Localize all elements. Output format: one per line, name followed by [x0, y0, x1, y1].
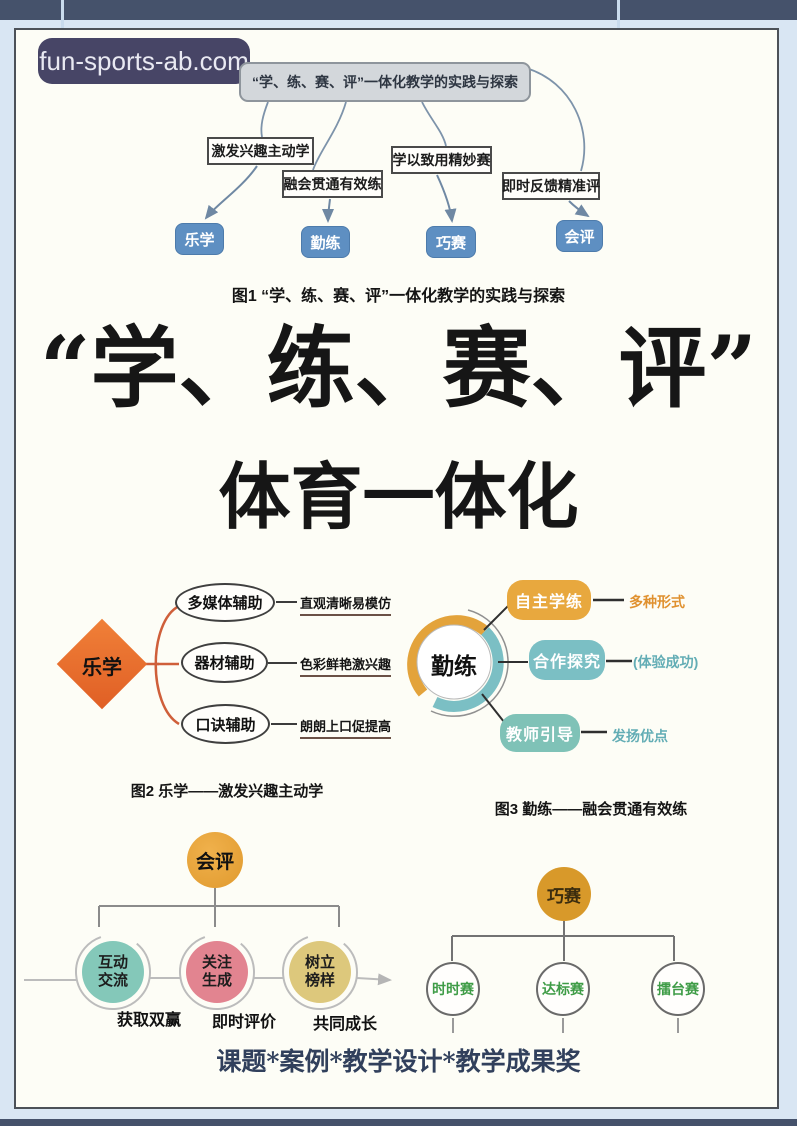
- desktop-bottom-bar: [0, 1119, 797, 1126]
- fig1-step-label: 激发兴趣主动学: [207, 137, 314, 165]
- fig3-caption: 图3 勤练——融会贯通有效练: [494, 801, 688, 818]
- fig2-node: 多媒体辅助: [175, 583, 275, 622]
- fig4-node-label: 共同成长: [312, 1016, 377, 1033]
- fig4-node-label: 即时评价: [211, 1014, 276, 1031]
- watermark-badge: fun-sports-ab.com: [38, 38, 250, 84]
- window-divider-line: [61, 0, 64, 28]
- fig1-node-huiping: 会评: [556, 220, 603, 252]
- fig5-node: 达标赛: [536, 962, 590, 1016]
- fig2-node-label: 直观清晰易模仿: [300, 593, 392, 616]
- fig1-step-label: 融会贯通有效练: [282, 170, 383, 198]
- fig2-root-label: 乐学: [82, 657, 122, 679]
- fig5-node: 擂台赛: [651, 962, 705, 1016]
- fig1-node-lexue: 乐学: [175, 223, 224, 255]
- fig4-node: 关注 生成: [186, 941, 248, 1003]
- fig1-step-label: 学以致用精妙赛: [391, 146, 492, 174]
- fig3-node: 自主学练: [507, 580, 591, 620]
- footer-awards-text: 课题*案例*教学设计*教学成果奖: [216, 1047, 581, 1076]
- fig4-node-line: 榜样: [304, 972, 335, 989]
- fig4-bracket: [98, 888, 340, 927]
- fig4-node: 树立 榜样: [289, 941, 351, 1003]
- fig3-node: 合作探究: [529, 640, 605, 680]
- fig2-node-label: 色彩鲜艳激兴趣: [300, 654, 392, 677]
- fig4-node-line: 互动: [97, 954, 128, 971]
- fig4-node: 互动 交流: [82, 941, 144, 1003]
- fig2-brace: [146, 604, 180, 726]
- fig4-root-circle: 会评: [187, 832, 243, 888]
- fig3-root-label: 勤练: [431, 653, 477, 679]
- fig2-node: 口诀辅助: [181, 704, 270, 744]
- fig1-node-qinlian: 勤练: [301, 226, 350, 258]
- poster-main-title-line2: 体育一体化: [218, 454, 579, 539]
- fig3-node-label: (体验成功): [633, 654, 699, 670]
- fig1-step-label: 即时反馈精准评: [502, 172, 600, 200]
- fig5-root-circle: 巧赛: [537, 867, 591, 921]
- desktop-top-bar: [0, 0, 797, 20]
- fig3-node-label: 多种形式: [629, 594, 685, 610]
- fig2-node: 器材辅助: [181, 642, 268, 683]
- fig1-node-qiaosai: 巧赛: [426, 226, 476, 258]
- fig4-node-line: 树立: [304, 954, 335, 971]
- fig3-node: 教师引导: [500, 714, 580, 752]
- fig1-title-box: “学、练、赛、评”一体化教学的实践与探索: [239, 62, 531, 102]
- fig1-caption: 图1 “学、练、赛、评”一体化教学的实践与探索: [231, 288, 566, 305]
- fig2-links: [268, 601, 297, 725]
- fig4-node-line: 关注: [201, 954, 232, 971]
- poster-main-title-line1: “学、练、赛、评”: [39, 316, 758, 420]
- fig3-node-label: 发扬优点: [612, 728, 668, 744]
- poster-canvas: fun-sports-ab.com “学、练、赛、评”一体化教学的实践与探索 激…: [14, 28, 779, 1109]
- fig4-node-label: 获取双赢: [116, 1012, 181, 1029]
- fig4-node-line: 交流: [97, 972, 128, 989]
- fig2-caption: 图2 乐学——激发兴趣主动学: [130, 783, 324, 800]
- window-divider-line: [617, 0, 620, 28]
- fig2-node-label: 朗朗上口促提高: [300, 716, 392, 739]
- fig4-node-line: 生成: [201, 972, 232, 989]
- fig5-node: 时时赛: [426, 962, 480, 1016]
